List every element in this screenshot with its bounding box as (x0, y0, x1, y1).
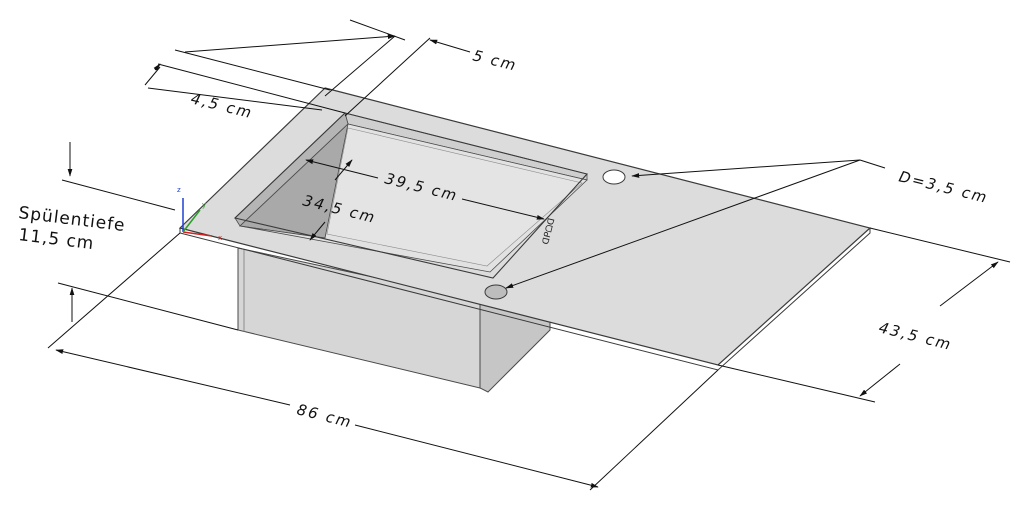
tap-hole-lower (484, 284, 508, 300)
axis-triad: z x y (177, 186, 222, 242)
basin-rim (233, 112, 589, 279)
dimension-lines (47, 19, 1011, 491)
dim-total-depth: 43,5 cm (877, 318, 954, 354)
dim-top-border: 5 cm (471, 46, 519, 74)
axis-z-label: z (177, 186, 181, 194)
basin-floor-inner (326, 127, 583, 267)
dim-hole-diameter: D=3,5 cm (897, 167, 990, 207)
tap-hole-upper (602, 169, 626, 185)
dim-total-length: 86 cm (295, 400, 354, 431)
axis-x-label: x (218, 234, 222, 242)
dim-side-border: 4,5 cm (189, 89, 255, 122)
axis-y-label: y (202, 201, 206, 209)
